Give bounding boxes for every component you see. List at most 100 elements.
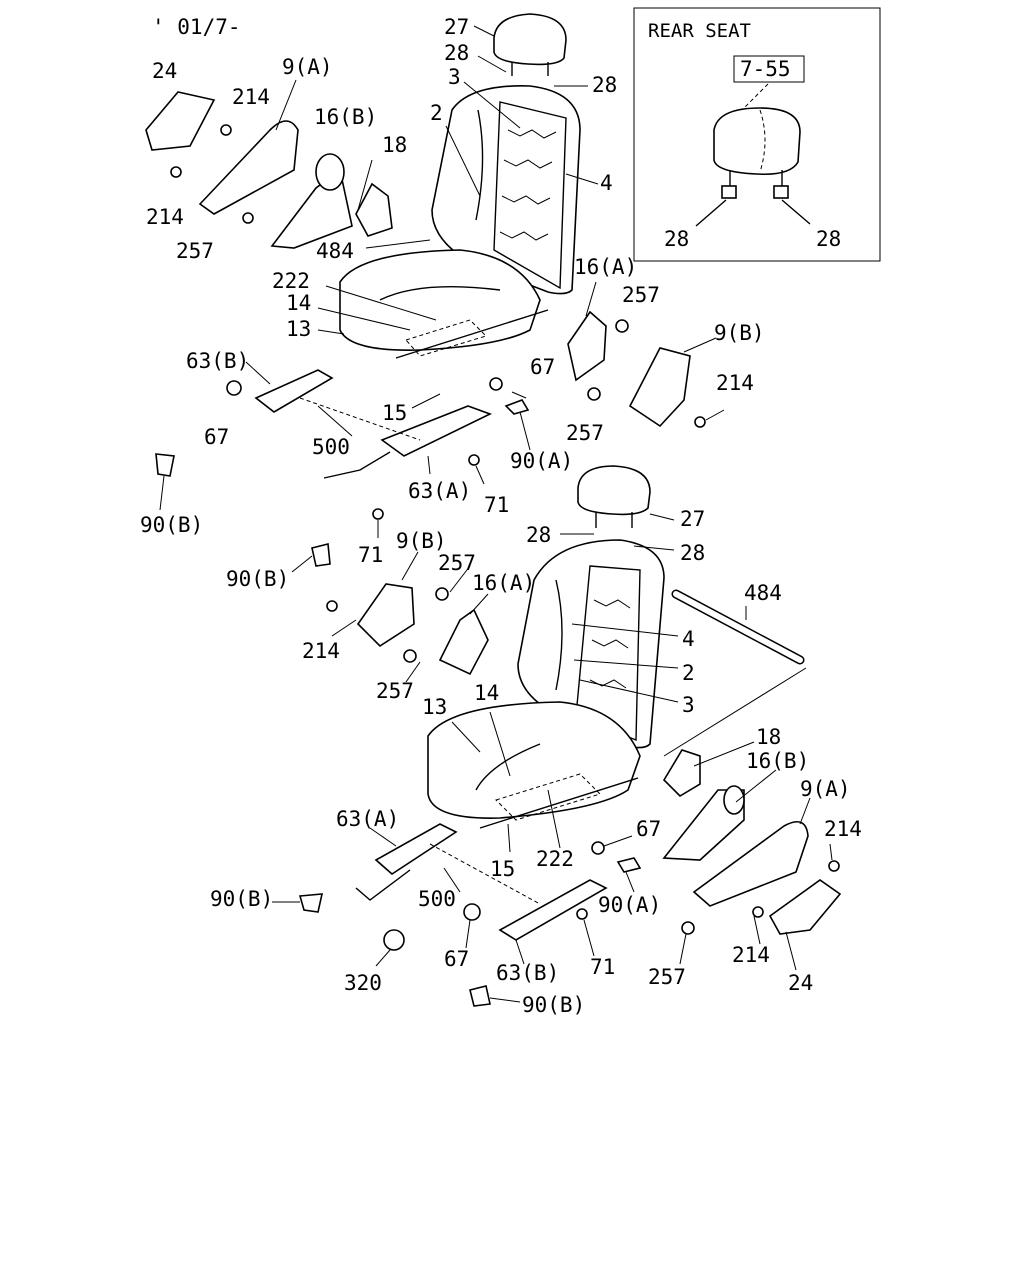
inset-label-28-left: 28 xyxy=(664,227,689,251)
label-257: 257 xyxy=(622,283,660,307)
label-28: 28 xyxy=(680,541,705,565)
part-9b-lower xyxy=(356,583,415,648)
label-214: 214 xyxy=(732,943,770,967)
part-9a-lower xyxy=(692,820,809,907)
rear-guide-right xyxy=(773,185,789,199)
cap-90b-lower-3 xyxy=(469,985,491,1007)
label-257: 257 xyxy=(376,679,414,703)
label-4: 4 xyxy=(682,627,695,651)
label-2: 2 xyxy=(430,101,443,125)
label-484: 484 xyxy=(316,239,354,263)
label-28: 28 xyxy=(592,73,617,97)
label-63a: 63(A) xyxy=(408,479,471,503)
label-16a: 16(A) xyxy=(472,571,535,595)
label-257: 257 xyxy=(648,965,686,989)
label-2: 2 xyxy=(682,661,695,685)
label-214: 214 xyxy=(232,85,270,109)
part-24-lower xyxy=(768,879,842,935)
inset-title: REAR SEAT xyxy=(648,20,751,42)
label-214: 214 xyxy=(146,205,184,229)
label-257: 257 xyxy=(566,421,604,445)
label-63a: 63(A) xyxy=(336,807,399,831)
label-16b: 16(B) xyxy=(746,749,809,773)
part-9b-upper xyxy=(628,347,691,428)
label-24: 24 xyxy=(788,971,813,995)
part-9a-upper xyxy=(198,120,299,215)
label-9a: 9(A) xyxy=(282,55,333,79)
rear-seat-inset: REAR SEAT 7-55 28 28 xyxy=(633,7,881,262)
label-214: 214 xyxy=(302,639,340,663)
label-71: 71 xyxy=(590,955,615,979)
cap-90b-lower-2 xyxy=(298,893,324,913)
label-71: 71 xyxy=(484,493,509,517)
upper-headrest xyxy=(493,13,567,66)
cap-90b-lower-1 xyxy=(311,542,331,567)
date-code: ' 01/7- xyxy=(152,15,241,39)
label-67: 67 xyxy=(444,947,469,971)
part-16a-lower xyxy=(438,608,489,676)
cover-90a-upper xyxy=(504,399,530,415)
lower-headrest xyxy=(577,465,651,516)
label-27: 27 xyxy=(444,15,469,39)
lower-seat-cushion xyxy=(427,701,641,819)
label-18: 18 xyxy=(382,133,407,157)
label-18: 18 xyxy=(756,725,781,749)
rail-63b-upper xyxy=(254,369,334,413)
label-24: 24 xyxy=(152,59,177,83)
label-9b: 9(B) xyxy=(714,321,765,345)
label-13: 13 xyxy=(286,317,311,341)
part-18-upper xyxy=(355,182,393,237)
label-257: 257 xyxy=(176,239,214,263)
label-90b: 90(B) xyxy=(226,567,289,591)
label-28: 28 xyxy=(444,41,469,65)
label-90b: 90(B) xyxy=(522,993,585,1017)
label-214: 214 xyxy=(824,817,862,841)
label-63b: 63(B) xyxy=(186,349,249,373)
label-67: 67 xyxy=(636,817,661,841)
label-67: 67 xyxy=(204,425,229,449)
part-24-upper xyxy=(145,91,216,151)
label-9b: 9(B) xyxy=(396,529,447,553)
ref-box-label[interactable]: 7-55 xyxy=(740,57,791,81)
label-16a: 16(A) xyxy=(574,255,637,279)
rail-63a-lower xyxy=(374,823,458,876)
lower-seat-assembly: 27 28 28 9(B) 257 16(A) 90(B) 484 4 214 … xyxy=(210,465,862,1017)
label-214: 214 xyxy=(716,371,754,395)
label-9a: 9(A) xyxy=(800,777,851,801)
rear-guide-left xyxy=(721,185,737,199)
label-28: 28 xyxy=(526,523,551,547)
label-90a: 90(A) xyxy=(510,449,573,473)
label-90b: 90(B) xyxy=(140,513,203,537)
ref-box[interactable] xyxy=(733,55,805,83)
label-16b: 16(B) xyxy=(314,105,377,129)
rail-63a-upper xyxy=(380,405,493,457)
label-27: 27 xyxy=(680,507,705,531)
upper-seat-assembly: 27 28 28 3 2 4 24 9(A) 214 16(B) 18 214 … xyxy=(140,13,765,567)
label-320: 320 xyxy=(344,971,382,995)
label-71: 71 xyxy=(358,543,383,567)
label-15: 15 xyxy=(382,401,407,425)
cover-90a-lower xyxy=(616,857,642,873)
part-16a-upper xyxy=(567,310,607,382)
label-13: 13 xyxy=(422,695,447,719)
label-90a: 90(A) xyxy=(598,893,661,917)
cap-90b-upper xyxy=(155,453,175,477)
label-257: 257 xyxy=(438,551,476,575)
label-222: 222 xyxy=(536,847,574,871)
label-484: 484 xyxy=(744,581,782,605)
label-3: 3 xyxy=(682,693,695,717)
label-14: 14 xyxy=(474,681,499,705)
lower-seat-back xyxy=(517,539,665,749)
label-90b: 90(B) xyxy=(210,887,273,911)
clip-320 xyxy=(383,929,405,951)
label-15: 15 xyxy=(490,857,515,881)
rail-63b-lower xyxy=(498,879,608,941)
label-222: 222 xyxy=(272,269,310,293)
label-67: 67 xyxy=(530,355,555,379)
part-18-lower xyxy=(662,749,701,798)
label-3: 3 xyxy=(448,65,461,89)
label-500: 500 xyxy=(418,887,456,911)
label-14: 14 xyxy=(286,291,311,315)
